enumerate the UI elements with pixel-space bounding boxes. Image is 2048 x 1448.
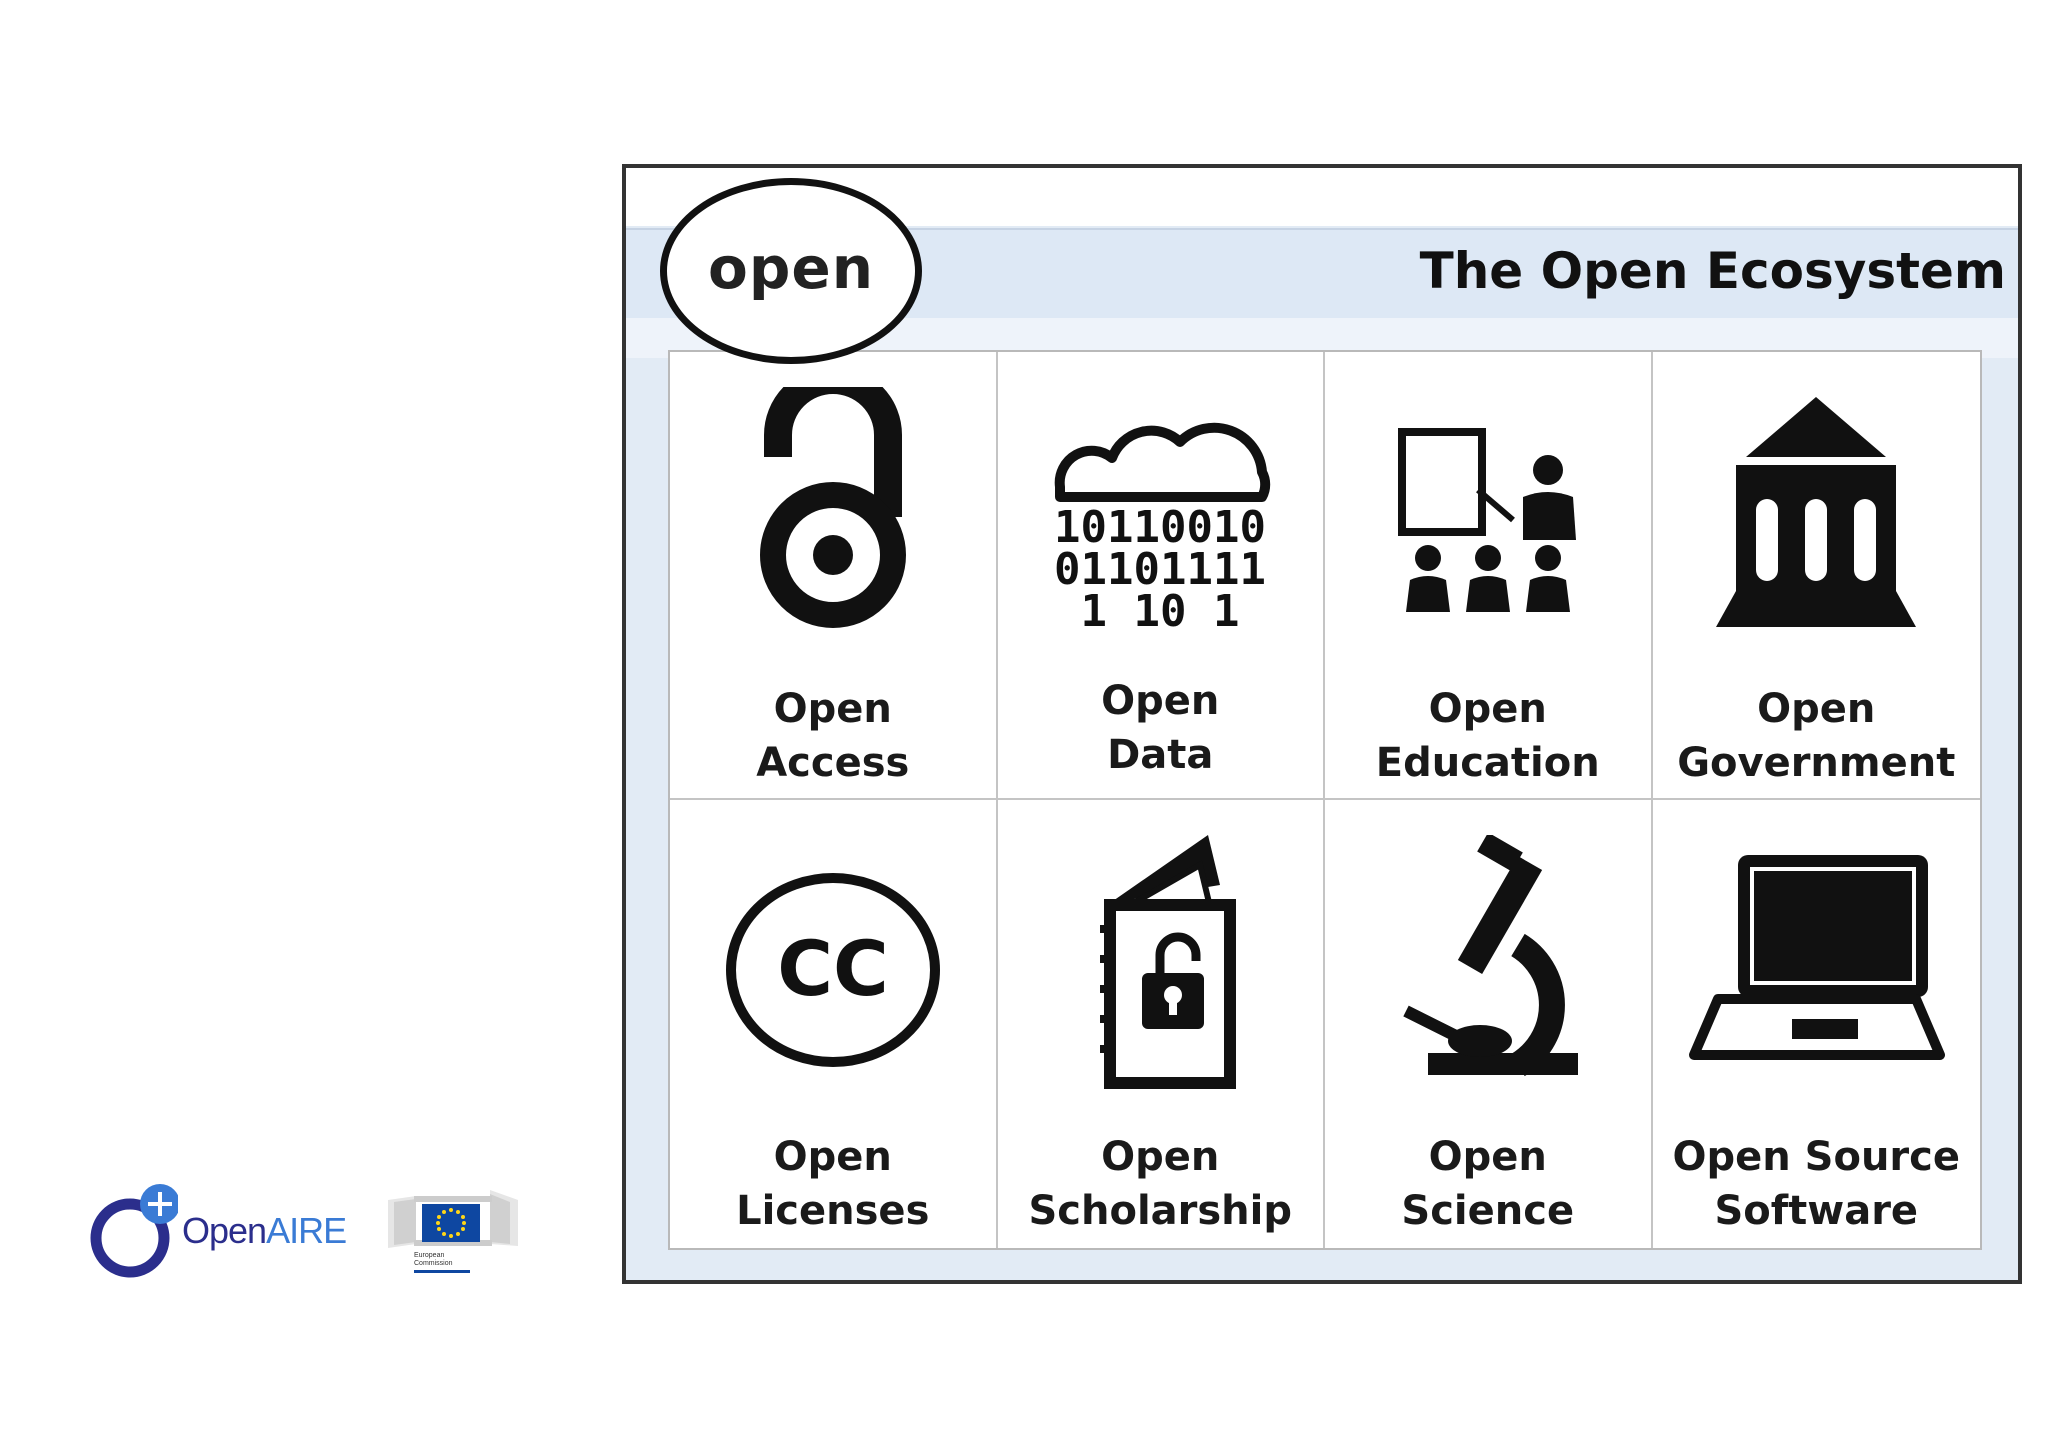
openaire-logo[interactable]: OpenAIRE [88,1180,368,1290]
open-badge-label: open [708,234,874,302]
open-badge: open [660,178,922,364]
ecosystem-item-open-government: Open Government [1652,352,1981,800]
ecosystem-item-open-source-software: Open Source Software [1653,800,1981,1248]
classroom-teacher-icon [1325,382,1651,642]
ecosystem-item-open-licenses: CC Open Licenses [670,800,998,1248]
laptop-icon [1653,830,1981,1090]
ecosystem-item-label: Open Science [1401,1134,1575,1234]
ecosystem-item-label: Open Scholarship [1028,1134,1293,1234]
svg-text:01101111: 01101111 [1054,544,1266,595]
openaire-wordmark: OpenAIRE [182,1210,347,1251]
ecosystem-item-open-scholarship: Open Scholarship [998,800,1325,1248]
ecosystem-grid: Open Access 10110010 01101111 1 10 1 Ope… [668,350,1982,1250]
svg-text:10110010: 10110010 [1054,502,1266,553]
ecosystem-item-label: Open Licenses [736,1134,930,1234]
page-title: The Open Ecosystem [1419,242,2006,300]
open-access-lock-icon [670,382,996,642]
ecosystem-item-open-data: 10110010 01101111 1 10 1 Open Data [997,352,1325,800]
notebook-padlock-icon [998,830,1324,1090]
european-commission-logo[interactable]: European Commission [386,1182,520,1282]
european-commission-caption: European Commission [414,1252,453,1267]
ecosystem-item-label: Open Source Software [1672,1134,1961,1234]
creative-commons-icon: CC [670,840,996,1100]
ecosystem-item-label: Open Government [1677,686,1956,786]
openaire-ring-icon [90,1184,178,1278]
ecosystem-item-open-science: Open Science [1325,800,1653,1248]
ecosystem-item-label: Open Data [1101,678,1220,778]
svg-text:1 10 1: 1 10 1 [1081,586,1240,632]
government-building-icon [1653,382,1981,642]
ecosystem-item-open-access: Open Access [670,352,998,800]
open-ecosystem-panel: open The Open Ecosystem Open Access [622,164,2022,1284]
ecosystem-item-label: Open Access [756,686,910,786]
ecosystem-item-label: Open Education [1375,686,1600,786]
ecosystem-item-open-education: Open Education [1325,352,1653,800]
eu-flag-icon [388,1190,518,1273]
svg-text:CC: CC [777,924,889,1013]
microscope-icon [1325,830,1651,1090]
data-cloud-binary-icon: 10110010 01101111 1 10 1 [998,382,1324,642]
